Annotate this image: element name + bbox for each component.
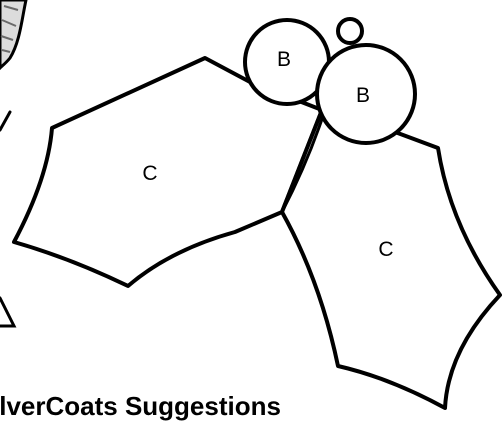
holly-leaf-left-label: C xyxy=(142,162,157,185)
holly-leaf-left xyxy=(12,56,324,288)
suggestions-caption: ilverCoats Suggestions xyxy=(0,391,281,421)
cropped-neighbor-shape-mid xyxy=(0,110,12,132)
holly-berry-lower xyxy=(315,43,417,145)
holly-berry-small xyxy=(336,17,364,45)
holly-leaf-right-label: C xyxy=(378,238,393,261)
holly-berry-lower-label: B xyxy=(356,84,370,107)
cropped-neighbor-shape-bottom xyxy=(0,296,17,328)
holly-berry-upper-label: B xyxy=(277,48,291,71)
holly-leaf-right xyxy=(280,108,502,410)
cropped-neighbor-shape-top xyxy=(0,0,28,71)
holly-stem xyxy=(280,108,327,214)
